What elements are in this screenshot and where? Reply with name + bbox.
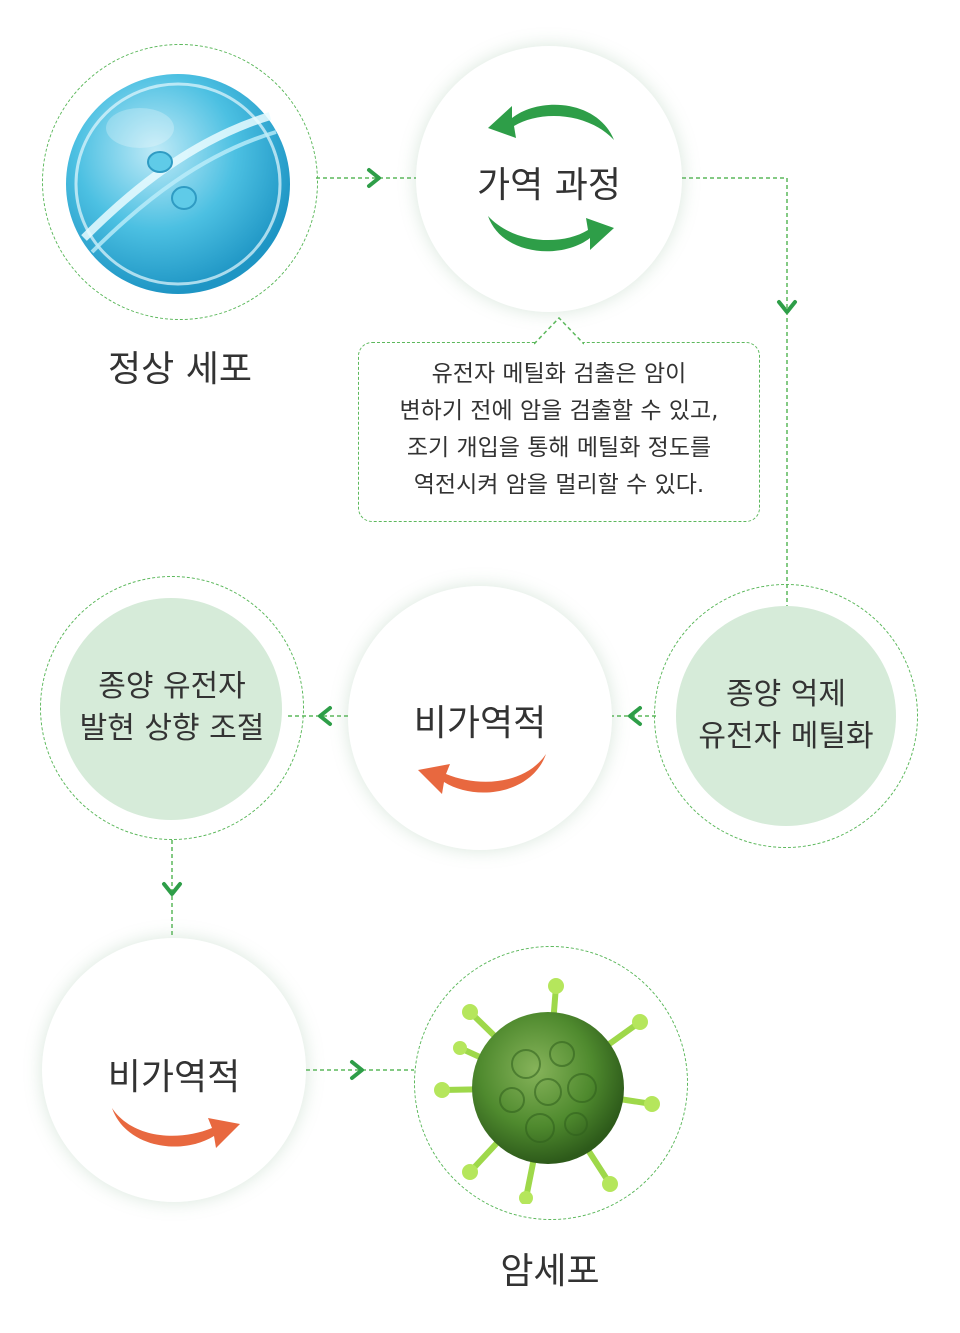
callout-line: 역전시켜 암을 멀리할 수 있다.: [413, 472, 705, 498]
arrowhead-right-1: [367, 168, 381, 188]
suppressor-methylation-node: [676, 606, 896, 826]
reversible-arrows-icon: [488, 104, 614, 252]
orange-arrow-left-icon: [418, 754, 546, 794]
suppressor-methylation-line1: 종양 억제: [726, 677, 846, 712]
oncogene-upregulation-node: [60, 598, 282, 820]
callout-line: 변하기 전에 암을 검출할 수 있고,: [399, 398, 719, 424]
arrowhead-down-1: [777, 300, 797, 314]
suppressor-methylation-ring: [654, 584, 918, 848]
reversible-node: [416, 46, 682, 312]
cancer-cell-image: [434, 978, 660, 1204]
arrowhead-down-2: [162, 882, 182, 896]
arrowhead-right-2: [350, 1060, 364, 1080]
irreversible-node-1: [348, 586, 612, 850]
normal-cell-label: 정상 세포: [108, 349, 252, 390]
reversible-label: 가역 과정: [477, 165, 621, 206]
irreversible-label-1: 비가역적: [413, 703, 547, 744]
suppressor-methylation-line2: 유전자 메틸화: [698, 719, 874, 754]
irreversible-node-2: [42, 938, 306, 1202]
callout-box: [358, 342, 760, 522]
callout-line: 조기 개입을 통해 메틸화 정도를: [406, 435, 712, 461]
suppressor-methylation-label: 종양 억제 유전자 메틸화: [660, 674, 912, 758]
callout-pointer: [534, 316, 584, 346]
cancer-cell-label: 암세포: [500, 1251, 600, 1292]
normal-cell-ring: [42, 44, 318, 320]
normal-cell-image: [66, 74, 290, 294]
callout-text: 유전자 메틸화 검출은 암이 변하기 전에 암을 검출할 수 있고, 조기 개입…: [358, 356, 760, 504]
oncogene-upregulation-line1: 종양 유전자: [98, 669, 246, 704]
arrowhead-left-2: [318, 706, 332, 726]
orange-arrow-right-icon: [112, 1108, 240, 1148]
arrowhead-left-1: [628, 706, 642, 726]
callout-line: 유전자 메틸화 검출은 암이: [431, 361, 687, 387]
cancer-cell-ring: [414, 946, 688, 1220]
oncogene-upregulation-line2: 발현 상향 조절: [79, 711, 265, 746]
oncogene-upregulation-label: 종양 유전자 발현 상향 조절: [44, 666, 300, 750]
oncogene-upregulation-ring: [40, 576, 304, 840]
irreversible-label-2: 비가역적: [107, 1057, 241, 1098]
